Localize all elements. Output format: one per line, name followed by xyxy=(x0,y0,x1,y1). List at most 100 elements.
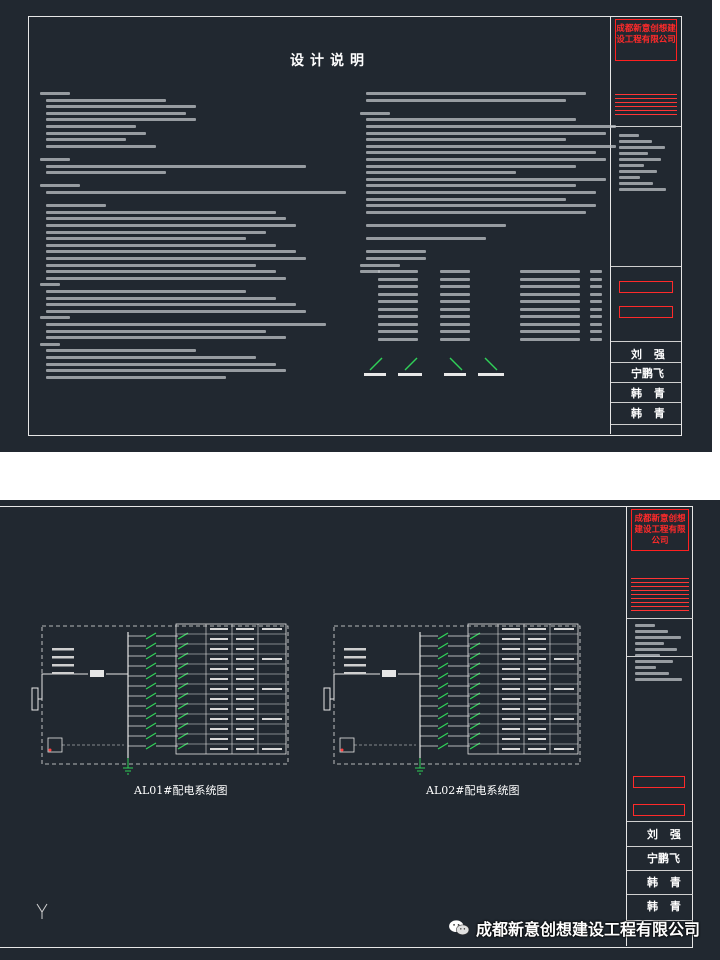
illegible-text-line xyxy=(40,342,60,346)
project-note xyxy=(615,94,677,118)
illegible-text-line xyxy=(46,309,306,313)
illegible-text-line xyxy=(46,224,296,227)
drawing-name-box xyxy=(619,306,673,318)
illegible-text-line xyxy=(366,184,576,188)
table-cell-text xyxy=(378,292,418,296)
drawing-frame xyxy=(28,16,682,436)
illegible-text-line xyxy=(46,171,166,175)
titleblock-text-line xyxy=(635,642,664,645)
illegible-text-line xyxy=(366,131,606,135)
al01-system-diagram: AL01#配电系统图 xyxy=(28,618,298,797)
table-cell-text xyxy=(378,322,418,326)
illegible-text-line xyxy=(366,138,566,142)
illegible-text-line xyxy=(46,217,286,221)
illegible-text-line xyxy=(366,204,596,208)
tb-divider xyxy=(627,894,693,895)
table-cell-text xyxy=(440,270,470,273)
illegible-text-line xyxy=(366,210,586,214)
illegible-text-line xyxy=(46,144,156,148)
illegible-text-line xyxy=(360,111,390,115)
illegible-text-line xyxy=(366,171,516,175)
illegible-text-line xyxy=(366,92,586,95)
table-cell-text xyxy=(520,285,580,288)
table-cell-text xyxy=(590,285,602,288)
table-cell-text xyxy=(440,292,470,296)
table-cell-text xyxy=(520,307,580,311)
illegible-text-line xyxy=(46,349,196,353)
table-cell-text xyxy=(520,277,580,281)
drawing-name-box xyxy=(633,804,685,816)
illegible-text-line xyxy=(46,329,266,333)
illegible-text-line xyxy=(366,250,426,254)
illegible-text-line xyxy=(46,270,276,274)
title-block: 成都新意创想建设工程有限公司 刘 强 宁鹏飞 韩 青 韩 青 xyxy=(626,506,693,946)
signature-designer: 刘 强 xyxy=(631,348,669,361)
company-name: 成都新意创想建设工程有限公司 xyxy=(615,19,677,61)
illegible-text-line xyxy=(366,191,596,194)
titleblock-text-line xyxy=(635,648,677,651)
table-cell-text xyxy=(590,337,602,341)
tb-divider xyxy=(627,870,693,871)
illegible-text-line xyxy=(40,184,80,188)
tb-divider xyxy=(627,821,693,822)
illegible-text-line xyxy=(46,290,246,293)
illegible-text-line xyxy=(46,191,346,194)
table-cell-text xyxy=(590,322,602,326)
illegible-text-line xyxy=(366,237,486,241)
al02-schematic xyxy=(323,623,581,775)
illegible-text-line xyxy=(366,158,606,161)
tb-divider xyxy=(611,362,681,363)
table-cell-text xyxy=(590,292,602,296)
tb-divider xyxy=(627,920,693,921)
illegible-text-line xyxy=(46,118,196,122)
illegible-text-line xyxy=(360,263,400,267)
illegible-text-line xyxy=(46,138,126,142)
wechat-icon xyxy=(449,920,470,936)
illegible-text-line xyxy=(46,105,196,109)
illegible-text-line xyxy=(46,131,146,135)
table-cell-text xyxy=(378,337,418,341)
table-cell-text xyxy=(440,322,470,326)
illegible-text-line xyxy=(46,362,276,366)
project-name-box xyxy=(633,776,685,788)
signature-approver: 韩 青 xyxy=(631,407,669,420)
table-cell-text xyxy=(378,300,418,303)
titleblock-text-line xyxy=(619,182,653,185)
illegible-text-line xyxy=(46,276,286,280)
illegible-text-line xyxy=(46,263,256,267)
titleblock-text-line xyxy=(635,660,673,663)
illegible-text-line xyxy=(46,98,166,102)
illegible-text-line xyxy=(366,224,506,227)
illegible-text-line xyxy=(366,125,616,128)
illegible-text-line xyxy=(40,92,70,95)
illegible-text-line xyxy=(46,375,226,379)
legend-symbols xyxy=(364,357,504,376)
illegible-text-line xyxy=(366,177,606,181)
illegible-text-line xyxy=(46,204,106,208)
table-cell-text xyxy=(378,315,418,318)
table-cell-text xyxy=(520,322,580,326)
table-cell-text xyxy=(590,300,602,303)
illegible-text-line xyxy=(40,158,70,161)
illegible-text-line xyxy=(46,243,276,247)
table-cell-text xyxy=(520,300,580,303)
titleblock-text-line xyxy=(619,176,640,179)
signature-approver: 韩 青 xyxy=(647,900,685,913)
titleblock-text-line xyxy=(619,158,661,161)
illegible-text-line xyxy=(46,250,296,254)
drawing-frame xyxy=(0,506,693,948)
illegible-text-line xyxy=(46,336,286,340)
signature-designer: 刘 强 xyxy=(647,828,685,841)
table-cell-text xyxy=(590,307,602,311)
tb-divider xyxy=(611,424,681,425)
table-cell-text xyxy=(520,330,580,333)
titleblock-text-line xyxy=(635,630,668,633)
signature-drafter: 宁鹏飞 xyxy=(631,367,664,380)
al02-caption: AL02#配电系统图 xyxy=(426,784,520,797)
illegible-text-line xyxy=(366,257,426,260)
illegible-text-line xyxy=(360,270,380,274)
illegible-text-line xyxy=(46,323,326,326)
table-cell-text xyxy=(440,277,470,281)
tb-divider xyxy=(611,382,681,383)
table-cell-text xyxy=(440,330,470,333)
